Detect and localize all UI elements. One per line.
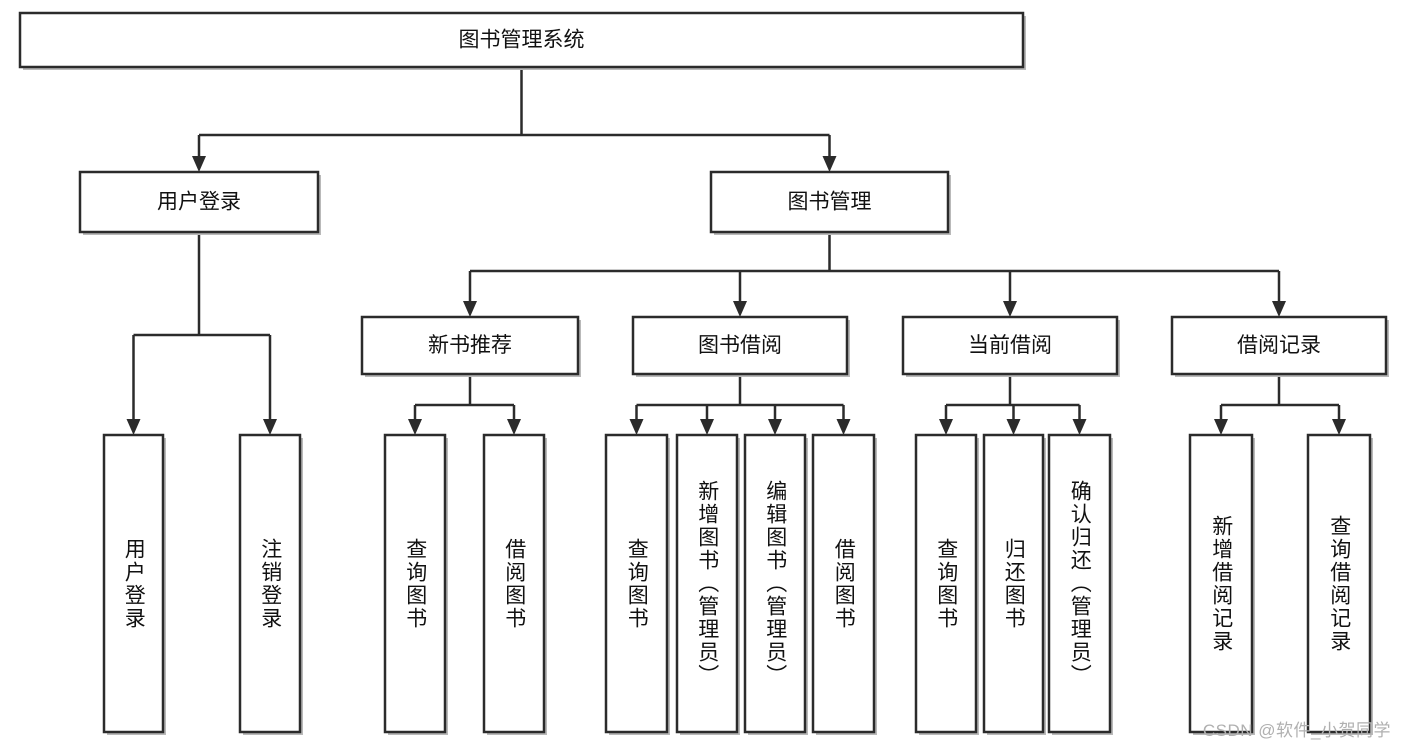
node-box-leaf-query-record[interactable] bbox=[1306, 433, 1372, 734]
arrow-leaf-query-book-1 bbox=[408, 419, 422, 435]
node-box-root[interactable] bbox=[18, 11, 1025, 69]
node-box-leaf-user-login[interactable] bbox=[102, 433, 165, 734]
arrow-leaf-query-book-2 bbox=[629, 419, 644, 435]
node-box-leaf-borrow-book-2[interactable] bbox=[811, 433, 876, 734]
node-box-book-manage[interactable] bbox=[709, 170, 950, 234]
node-box-leaf-edit-book[interactable] bbox=[743, 433, 807, 734]
arrow-leaf-edit-book bbox=[768, 419, 782, 435]
arrow-leaf-add-record bbox=[1214, 419, 1228, 435]
node-box-leaf-user-logout[interactable] bbox=[238, 433, 302, 734]
node-box-leaf-borrow-book-1[interactable] bbox=[482, 433, 546, 734]
node-label-borrow-record: 借阅记录 bbox=[1237, 334, 1321, 357]
node-box-leaf-return-book[interactable] bbox=[982, 433, 1045, 734]
node-box-leaf-add-record[interactable] bbox=[1188, 433, 1254, 734]
arrow-book-manage bbox=[822, 156, 837, 172]
arrow-new-book-rec bbox=[463, 301, 477, 317]
node-box-new-book-rec[interactable] bbox=[360, 315, 580, 376]
node-label-current-borrow: 当前借阅 bbox=[968, 334, 1052, 357]
arrow-user-login bbox=[192, 156, 206, 172]
csdn-watermark: CSDN @软件_小贺同学 bbox=[1202, 721, 1391, 740]
node-box-borrow-record[interactable] bbox=[1170, 315, 1388, 376]
arrow-leaf-query-record bbox=[1332, 419, 1346, 435]
arrow-leaf-borrow-book-1 bbox=[507, 419, 521, 435]
node-label-new-book-rec: 新书推荐 bbox=[428, 334, 512, 357]
arrow-leaf-confirm-return bbox=[1072, 419, 1087, 435]
arrow-leaf-return-book bbox=[1006, 419, 1021, 435]
node-label-book-manage: 图书管理 bbox=[788, 191, 872, 214]
arrow-borrow-record bbox=[1272, 301, 1286, 317]
boxes-layer bbox=[18, 11, 1389, 735]
arrow-leaf-query-book-3 bbox=[939, 419, 953, 435]
arrow-leaf-add-book bbox=[700, 419, 714, 435]
node-label-user-login: 用户登录 bbox=[157, 191, 241, 214]
connectors-layer bbox=[126, 67, 1346, 435]
node-label-book-borrow: 图书借阅 bbox=[698, 334, 782, 357]
node-box-leaf-query-book-1[interactable] bbox=[383, 433, 447, 734]
node-box-leaf-query-book-2[interactable] bbox=[604, 433, 669, 734]
node-box-leaf-query-book-3[interactable] bbox=[914, 433, 978, 734]
node-box-user-login[interactable] bbox=[78, 170, 320, 234]
node-box-leaf-confirm-return[interactable] bbox=[1047, 433, 1112, 734]
arrow-leaf-borrow-book-2 bbox=[836, 419, 851, 435]
node-box-book-borrow[interactable] bbox=[631, 315, 849, 376]
node-box-current-borrow[interactable] bbox=[901, 315, 1119, 376]
arrow-book-borrow bbox=[733, 301, 747, 317]
arrow-leaf-user-logout bbox=[263, 419, 277, 435]
node-label-root: 图书管理系统 bbox=[459, 29, 585, 52]
arrow-current-borrow bbox=[1003, 301, 1017, 317]
node-box-leaf-add-book[interactable] bbox=[675, 433, 739, 734]
arrow-leaf-user-login bbox=[126, 419, 141, 435]
